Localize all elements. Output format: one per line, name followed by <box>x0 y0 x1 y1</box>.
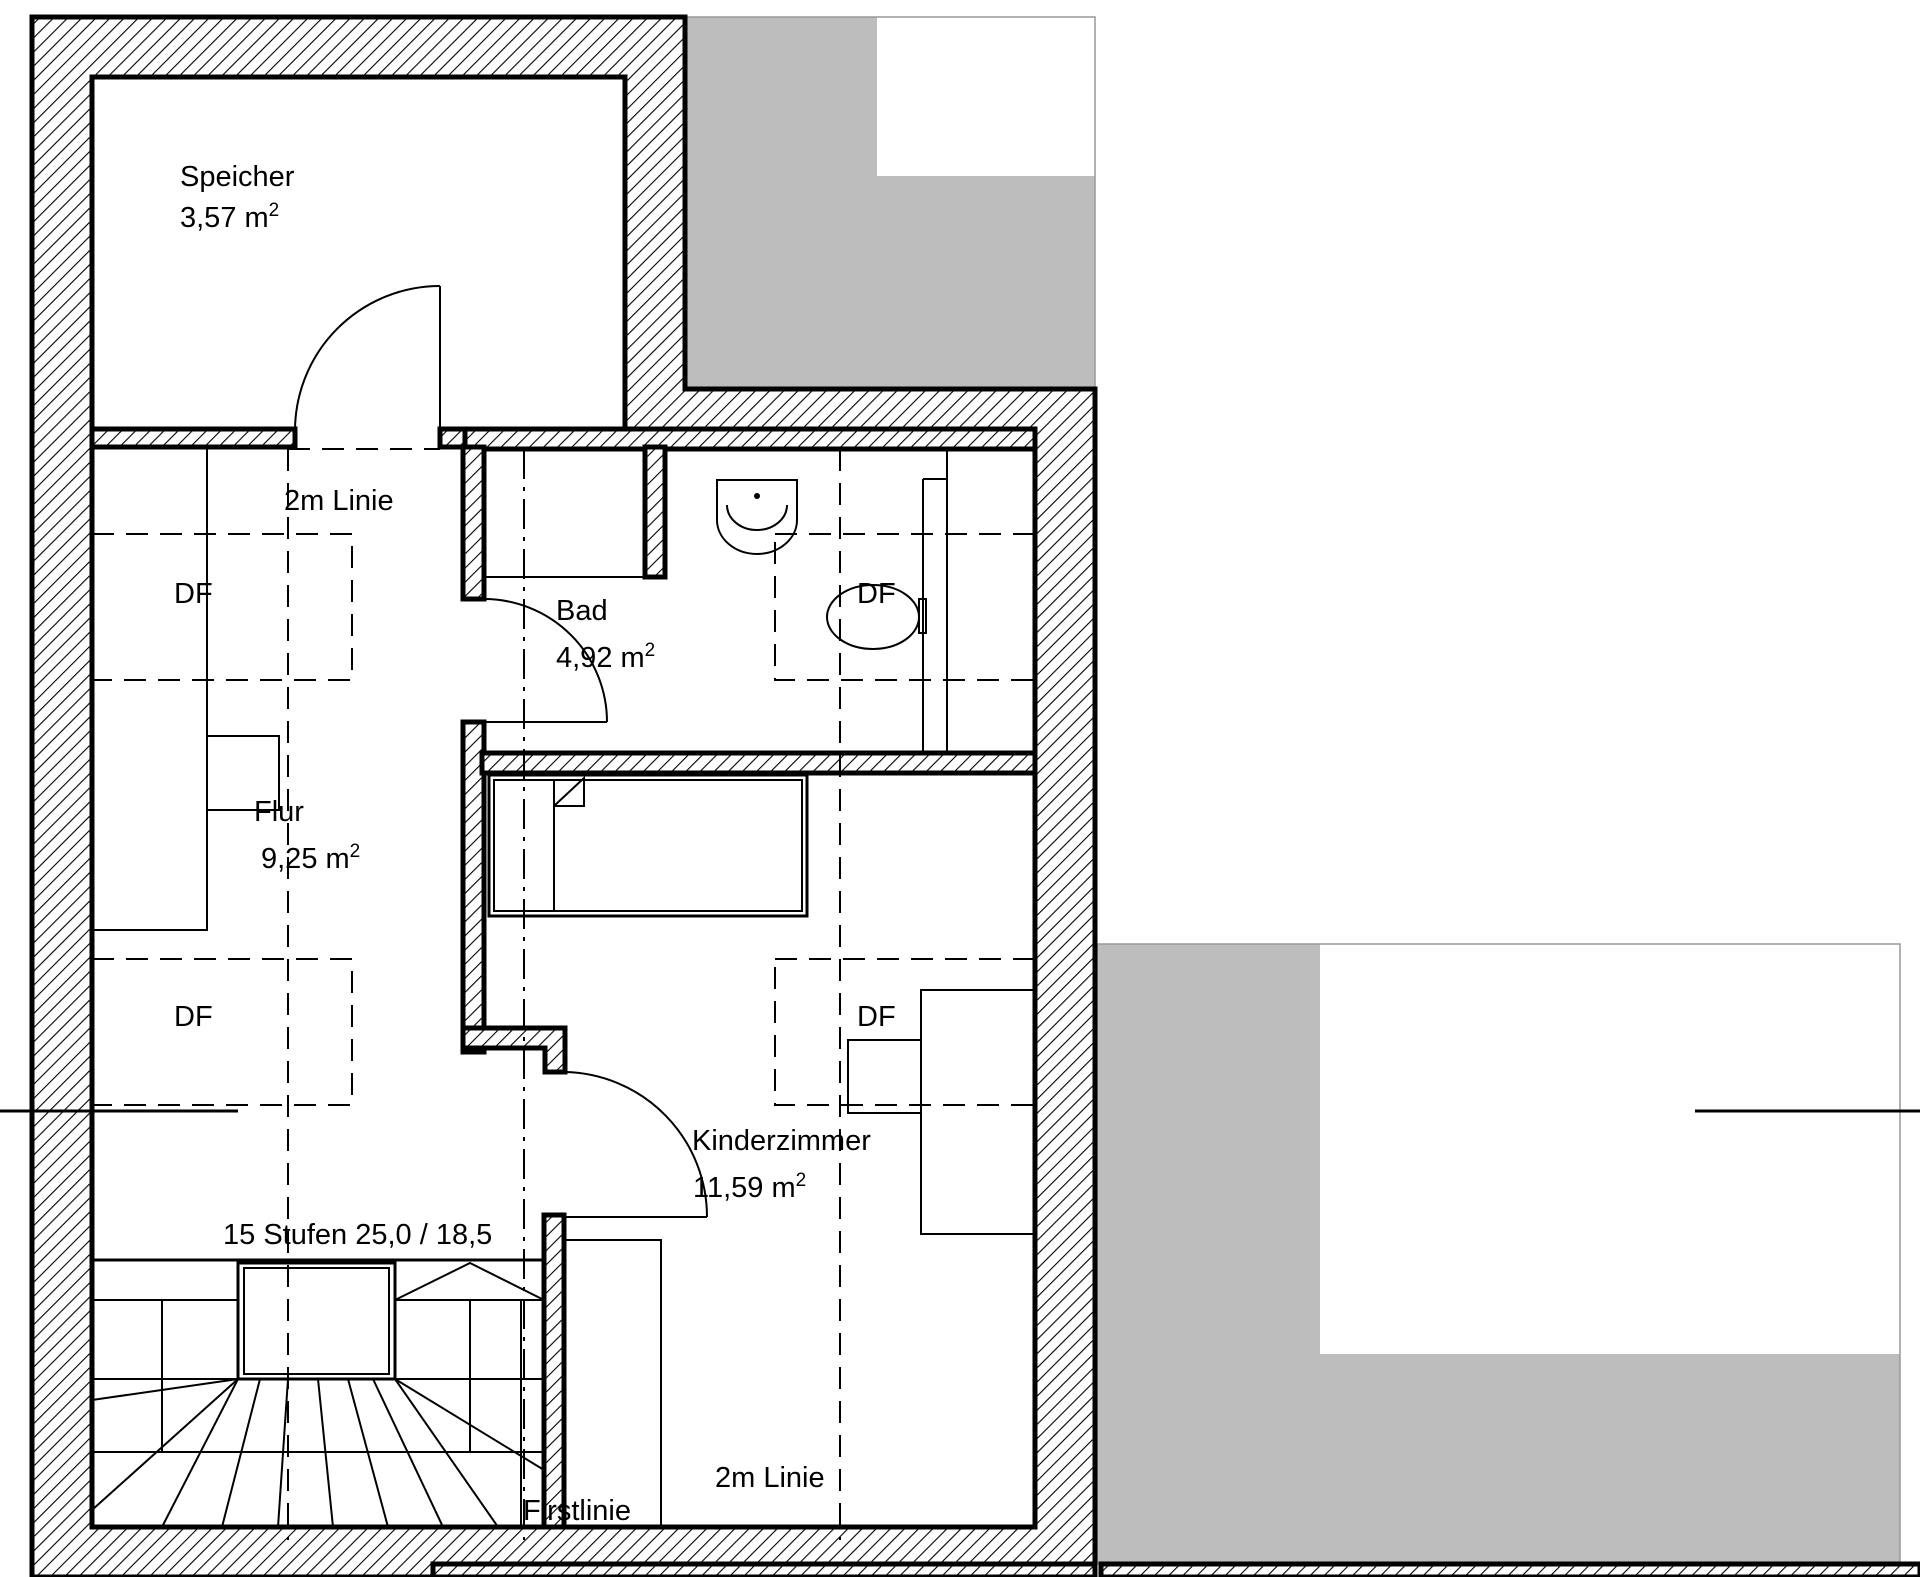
roof-area-right <box>1096 943 1901 1565</box>
door-speicher <box>294 285 441 432</box>
line-2m <box>287 448 841 1540</box>
staircase <box>91 1258 545 1528</box>
bottom-wall-strip-right <box>1098 1561 1920 1577</box>
roof-window-bad <box>774 533 1036 681</box>
roof-window-label-bad: DF <box>857 578 896 610</box>
room-area-bad: 4,92 m2 <box>556 640 655 674</box>
speicher-wall-left <box>89 426 298 450</box>
roof-window-label-flur-bottom: DF <box>174 1001 213 1033</box>
hall-wall-jog <box>460 1025 568 1075</box>
bad-wall-top <box>462 426 1038 452</box>
shower <box>665 448 948 753</box>
roof-window-label-kinderzimmer: DF <box>857 1001 896 1033</box>
room-area-speicher: 3,57 m2 <box>180 200 279 234</box>
wardrobe-kinderzimmer <box>563 1239 662 1528</box>
hall-wall-lower <box>541 1212 567 1530</box>
room-name-kinderzimmer: Kinderzimmer <box>692 1125 871 1157</box>
room-name-flur: Flur <box>254 796 304 828</box>
roof-window-flur-bottom <box>91 958 353 1106</box>
label-2m-linie-flur: 2m Linie <box>284 485 394 517</box>
washbasin-icon <box>716 479 798 555</box>
room-name-speicher: Speicher <box>180 161 295 193</box>
label-2m-linie-kinderzimmer: 2m Linie <box>715 1462 825 1494</box>
roof-window-kinderzimmer <box>774 958 1036 1106</box>
flur-wardrobe <box>92 449 280 931</box>
roof-window-label-flur-top: DF <box>174 578 213 610</box>
staircase-label: 15 Stufen 25,0 / 18,5 <box>223 1219 492 1251</box>
niche-wall <box>642 444 668 580</box>
hall-wall-upper <box>460 444 487 602</box>
room-name-bad: Bad <box>556 595 608 627</box>
roof-area-top <box>684 16 1096 390</box>
room-area-flur: 9,25 m2 <box>261 841 360 875</box>
roof-window-flur-top <box>91 533 353 681</box>
bad-wall-bottom <box>479 750 1038 776</box>
bed <box>487 773 809 918</box>
desk <box>847 989 1036 1235</box>
hall-wall-mid <box>460 719 487 1055</box>
door-kinderzimmer <box>564 1071 708 1218</box>
label-firstlinie: Firstlinie <box>523 1495 631 1527</box>
room-area-kinderzimmer: 11,59 m2 <box>693 1170 806 1204</box>
bottom-wall-strip-left <box>430 1561 1098 1577</box>
door-bad <box>483 598 608 723</box>
